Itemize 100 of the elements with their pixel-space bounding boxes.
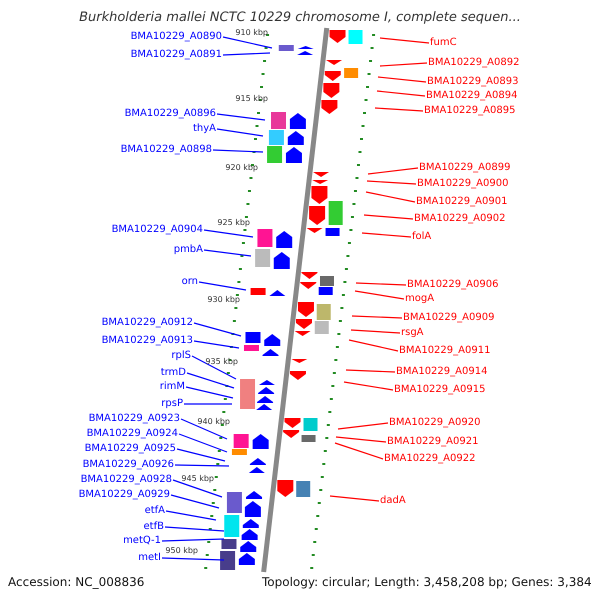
leader-line [212, 149, 264, 153]
leader-line [180, 418, 228, 440]
leader-line [344, 381, 394, 391]
gene-label: BMA10229_A0901 [416, 196, 508, 208]
gene-label: fumC [430, 37, 457, 49]
leader-line [204, 249, 252, 257]
leader-line [366, 180, 416, 185]
leader-line [186, 372, 234, 389]
gene-label: etfB [144, 521, 164, 533]
gene-label: BMA10229_A0929 [78, 489, 170, 501]
scale-label: 920 kbp [225, 163, 258, 172]
leader-line [178, 433, 228, 453]
leader-line [380, 62, 428, 67]
gene-label: metQ-1 [123, 535, 161, 547]
gene-label: BMA10229_A0892 [428, 57, 520, 69]
leader-line [176, 448, 226, 462]
scale-label: 950 kbp [165, 546, 198, 555]
leader-line [216, 113, 266, 121]
gene-label: BMA10229_A0902 [414, 213, 506, 225]
leader-line [376, 90, 426, 97]
leader-line [192, 355, 236, 380]
scale-label: 910 kbp [235, 28, 268, 37]
footer-text: Topology: circular; Length: 3,458,208 bp; Genes: 3,384 [262, 575, 592, 589]
scale-label: 915 kbp [235, 94, 268, 103]
gene-label: BMA10229_A0891 [130, 49, 222, 61]
gene-label: BMA10229_A0925 [84, 443, 176, 455]
scale-label: 925 kbp [217, 218, 250, 227]
leader-line [348, 339, 398, 352]
leader-line [204, 229, 254, 238]
gene-label: BMA10229_A0909 [403, 312, 494, 324]
leader-line [334, 442, 384, 460]
leader-line [222, 36, 272, 49]
leader-line [170, 494, 220, 509]
leader-line [346, 369, 396, 373]
leader-line [194, 322, 242, 337]
gene-label: rplS [171, 350, 191, 362]
leader-line [162, 557, 224, 561]
gene-label: BMA10229_A0895 [424, 105, 516, 117]
gene-label: BMA10229_A0898 [120, 144, 212, 156]
leader-line [174, 464, 230, 467]
leader-line [354, 290, 404, 300]
gene-label: pmbA [174, 244, 203, 256]
gene-label: metI [138, 552, 161, 564]
leader-line [352, 315, 402, 319]
title: Burkholderia mallei NCTC 10229 chromosome I, complete sequen... [78, 10, 522, 26]
scale-label: 945 kbp [181, 474, 214, 483]
gene-label: BMA10229_A0928 [80, 474, 172, 486]
gene-label: BMA10229_A0904 [112, 224, 203, 236]
leader-line [368, 167, 418, 175]
leader-line [364, 214, 414, 220]
gene-label: BMA10229_A0896 [124, 108, 216, 120]
footer-text: Accession: NC_008836 [8, 575, 144, 589]
gene-label: trmD [160, 367, 186, 379]
gene-label: rsgA [401, 327, 424, 339]
gene-label: BMA10229_A0926 [82, 459, 174, 471]
gene-label: BMA10229_A0911 [399, 345, 490, 357]
gene-label: dadA [380, 495, 406, 507]
gene-label: etfA [144, 505, 165, 517]
leader-line [216, 128, 264, 137]
leader-line [350, 329, 400, 334]
leader-line [166, 510, 216, 521]
leader-line [362, 232, 412, 238]
leader-line [186, 386, 234, 399]
gene-label: rimM [160, 381, 185, 393]
gene-label: BMA10229_A0893 [427, 76, 518, 88]
gene-label: BMA10229_A0915 [394, 384, 486, 396]
gene-label: BMA10229_A0900 [417, 178, 508, 190]
leader-line [222, 52, 270, 56]
leader-line [336, 436, 386, 443]
scale-label: 930 kbp [207, 295, 240, 304]
gene-label: BMA10229_A0924 [86, 428, 178, 440]
leader-line [184, 403, 232, 405]
gene-label: rpsP [161, 398, 183, 410]
gene-label: BMA10229_A0914 [396, 366, 488, 378]
gene-label: thyA [192, 123, 216, 135]
gene-label: BMA10229_A0906 [407, 279, 498, 291]
leader-line [380, 37, 430, 44]
gene-label: folA [412, 231, 432, 243]
gene-label: BMA10229_A0920 [389, 417, 480, 429]
gene-label: BMA10229_A0912 [102, 317, 193, 329]
gene-label: BMA10229_A0894 [426, 90, 518, 102]
leader-line [194, 340, 240, 349]
leader-line [162, 538, 224, 542]
leader-line [366, 191, 416, 203]
leader-line [338, 422, 388, 430]
gene-label: BMA10229_A0922 [384, 453, 476, 465]
gene-label: BMA10229_A0923 [88, 413, 180, 425]
leader-line [164, 526, 224, 532]
gene-label: mogA [405, 293, 434, 305]
scale-label: 940 kbp [197, 417, 230, 426]
leader-line [356, 282, 406, 286]
leader-line [198, 281, 246, 291]
leader-line [172, 479, 222, 498]
scale-label: 935 kbp [205, 357, 238, 366]
gene-label: BMA10229_A0921 [387, 436, 478, 448]
gene-label: BMA10229_A0913 [102, 335, 193, 347]
gene-label: BMA10229_A0899 [419, 162, 510, 174]
gene-label: orn [182, 276, 198, 288]
leader-line [330, 495, 380, 502]
leader-line [374, 107, 424, 112]
